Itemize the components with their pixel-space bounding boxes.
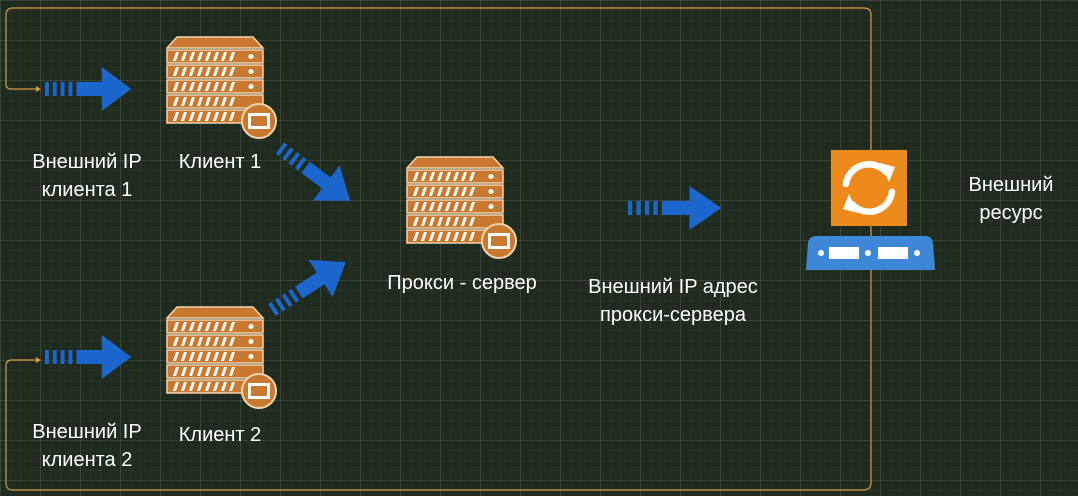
client2-to-proxy-arrow-icon bbox=[260, 243, 358, 329]
ext-resource-label: Внешний ресурс bbox=[968, 174, 1054, 224]
ext-ip-proxy-label: Внешний IP адрес прокси-сервера bbox=[588, 276, 758, 326]
client1-inbound-arrow-icon bbox=[45, 67, 132, 111]
client2-inbound-arrow-icon bbox=[45, 335, 132, 379]
client2-server-icon bbox=[166, 306, 277, 409]
connector-arrowhead-top bbox=[36, 86, 41, 92]
ext-ip-client1-label: Внешний IP клиента 1 bbox=[32, 151, 142, 201]
client2-label: Клиент 2 bbox=[178, 424, 262, 446]
sync-icon bbox=[831, 150, 907, 226]
proxy-label: Прокси - сервер bbox=[387, 272, 537, 294]
client1-label: Клиент 1 bbox=[178, 151, 262, 173]
client1-server-icon bbox=[166, 36, 277, 139]
connector-arrowhead-bottom bbox=[36, 357, 41, 363]
ext-ip-client2-label: Внешний IP клиента 2 bbox=[32, 421, 142, 471]
proxy-outbound-arrow-icon bbox=[628, 186, 722, 230]
client1-to-proxy-arrow-icon bbox=[266, 130, 364, 219]
router-icon bbox=[806, 236, 935, 270]
proxy-server-icon bbox=[406, 156, 517, 259]
